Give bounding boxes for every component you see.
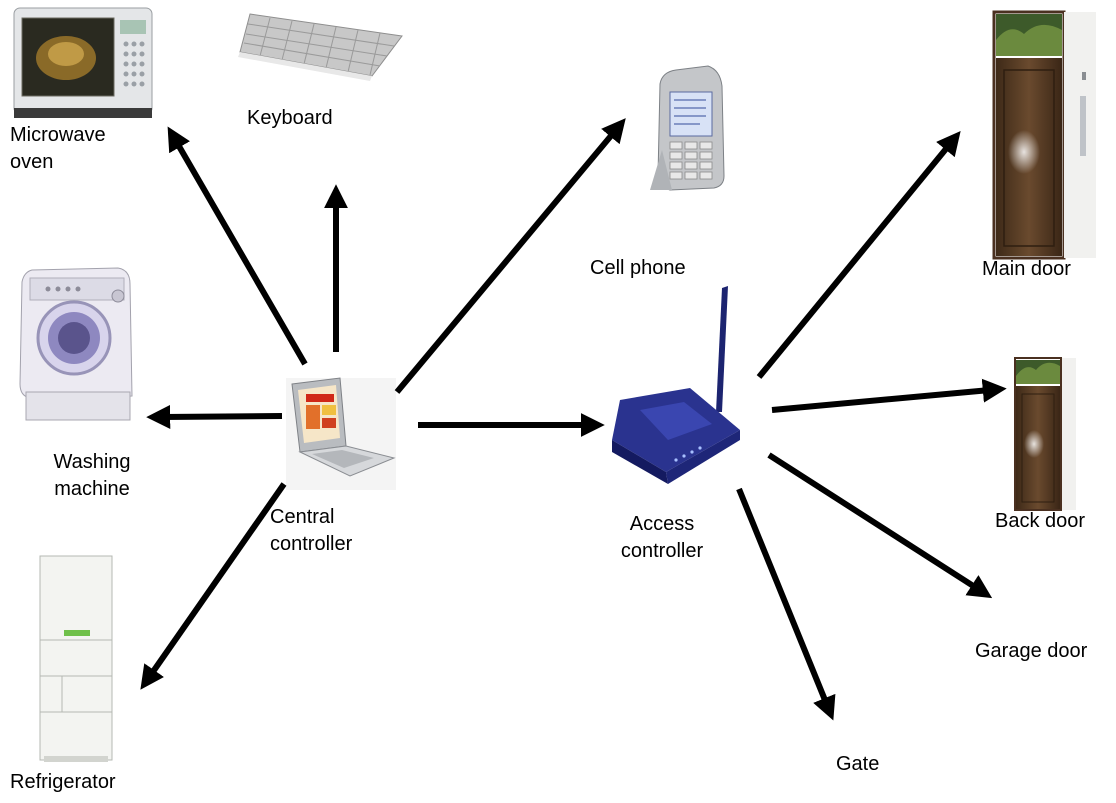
arrow-to-refrigerator: [140, 482, 287, 690]
label-main-door: Main door: [982, 258, 1071, 280]
connection-arrows: [140, 118, 1007, 721]
label-gate: Gate: [836, 753, 880, 775]
main-door-icon: [992, 10, 1096, 260]
microwave-icon: [13, 7, 153, 118]
label-refrigerator: Refrigerator: [10, 771, 116, 793]
washing-machine-icon: [19, 267, 133, 421]
arrow-to-back-door: [771, 378, 1007, 413]
laptop-icon: [286, 377, 396, 490]
back-door-icon: [1014, 357, 1076, 511]
keyboard-icon: [238, 13, 403, 81]
label-microwave-oven: Microwave oven: [10, 124, 106, 173]
label-garage-door: Garage door: [975, 640, 1088, 662]
arrow-to-cell-phone: [394, 118, 626, 394]
arrow-to-washing-machine: [146, 404, 283, 429]
label-washing-machine: Washing machine: [53, 451, 131, 500]
label-cell-phone: Cell phone: [590, 257, 686, 279]
arrow-to-main-door: [756, 131, 961, 379]
label-keyboard: Keyboard: [247, 107, 333, 129]
label-back-door: Back door: [995, 510, 1086, 532]
router-icon: [612, 286, 740, 484]
label-central-controller: Central controller: [270, 506, 353, 555]
arrow-to-gate: [736, 487, 836, 721]
refrigerator-icon: [39, 555, 113, 762]
arrow-to-microwave: [167, 126, 308, 366]
arrow-to-garage-door: [767, 452, 993, 599]
label-access-controller: Access controller: [620, 513, 704, 562]
cell-phone-icon: [650, 65, 725, 191]
